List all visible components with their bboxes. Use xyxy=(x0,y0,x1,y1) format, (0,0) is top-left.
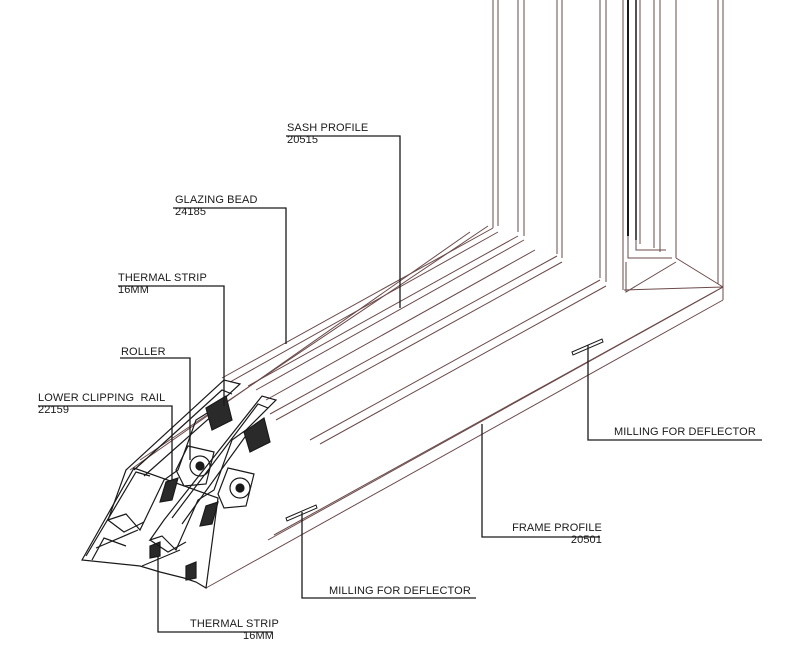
sill-extrusion xyxy=(129,225,724,589)
callout-milling-right: MILLING FOR DEFLECTOR xyxy=(614,426,756,438)
leader-sash-profile xyxy=(286,135,401,308)
callout-lower-clipping-rail: LOWER CLIPPING RAIL 22159 xyxy=(38,392,165,416)
sash-profile-code: 20515 xyxy=(287,134,319,146)
leader-lower-clipping-rail xyxy=(38,405,173,480)
lower-clipping-rail-name: LOWER CLIPPING RAIL xyxy=(38,392,166,404)
leader-milling-bottom xyxy=(301,512,476,599)
callout-roller: ROLLER xyxy=(121,346,166,358)
thermal-strip-top-name: THERMAL STRIP xyxy=(118,272,207,284)
callout-frame-profile: FRAME PROFILE 20501 xyxy=(506,522,602,546)
leader-thermal-strip-bottom xyxy=(157,556,272,633)
callout-sash-profile: SASH PROFILE 20515 xyxy=(287,122,368,146)
thermal-strip-bottom-code: 16MM xyxy=(243,630,274,642)
roller-name: ROLLER xyxy=(121,346,166,358)
frame-profile-code: 20501 xyxy=(570,534,602,546)
callout-thermal-strip-top: THERMAL STRIP 16MM xyxy=(118,272,207,296)
leader-thermal-strip-top xyxy=(118,285,225,406)
callout-thermal-strip-bottom: THERMAL STRIP 16MM xyxy=(190,618,279,642)
leader-glazing-bead xyxy=(173,207,287,344)
cross-section xyxy=(81,379,278,589)
thermal-strip-bottom-name: THERMAL STRIP xyxy=(190,618,279,630)
callout-glazing-bead: GLAZING BEAD 24185 xyxy=(175,194,258,218)
leader-roller xyxy=(120,357,191,460)
sash-profile-name: SASH PROFILE xyxy=(287,122,369,134)
milling-bottom-name: MILLING FOR DEFLECTOR xyxy=(329,585,471,597)
leader-lines xyxy=(38,135,762,633)
milling-right-name: MILLING FOR DEFLECTOR xyxy=(614,426,756,438)
frame-profile-name: FRAME PROFILE xyxy=(512,522,602,534)
glazing-bead-code: 24185 xyxy=(175,206,207,218)
thermal-strip-top-code: 16MM xyxy=(118,284,149,296)
vertical-jamb xyxy=(492,0,724,293)
callout-milling-bottom: MILLING FOR DEFLECTOR xyxy=(329,585,471,597)
leader-frame-profile xyxy=(481,424,600,538)
leader-milling-right xyxy=(587,345,762,441)
glazing-bead-name: GLAZING BEAD xyxy=(175,194,258,206)
lower-clipping-rail-code: 22159 xyxy=(38,404,70,416)
